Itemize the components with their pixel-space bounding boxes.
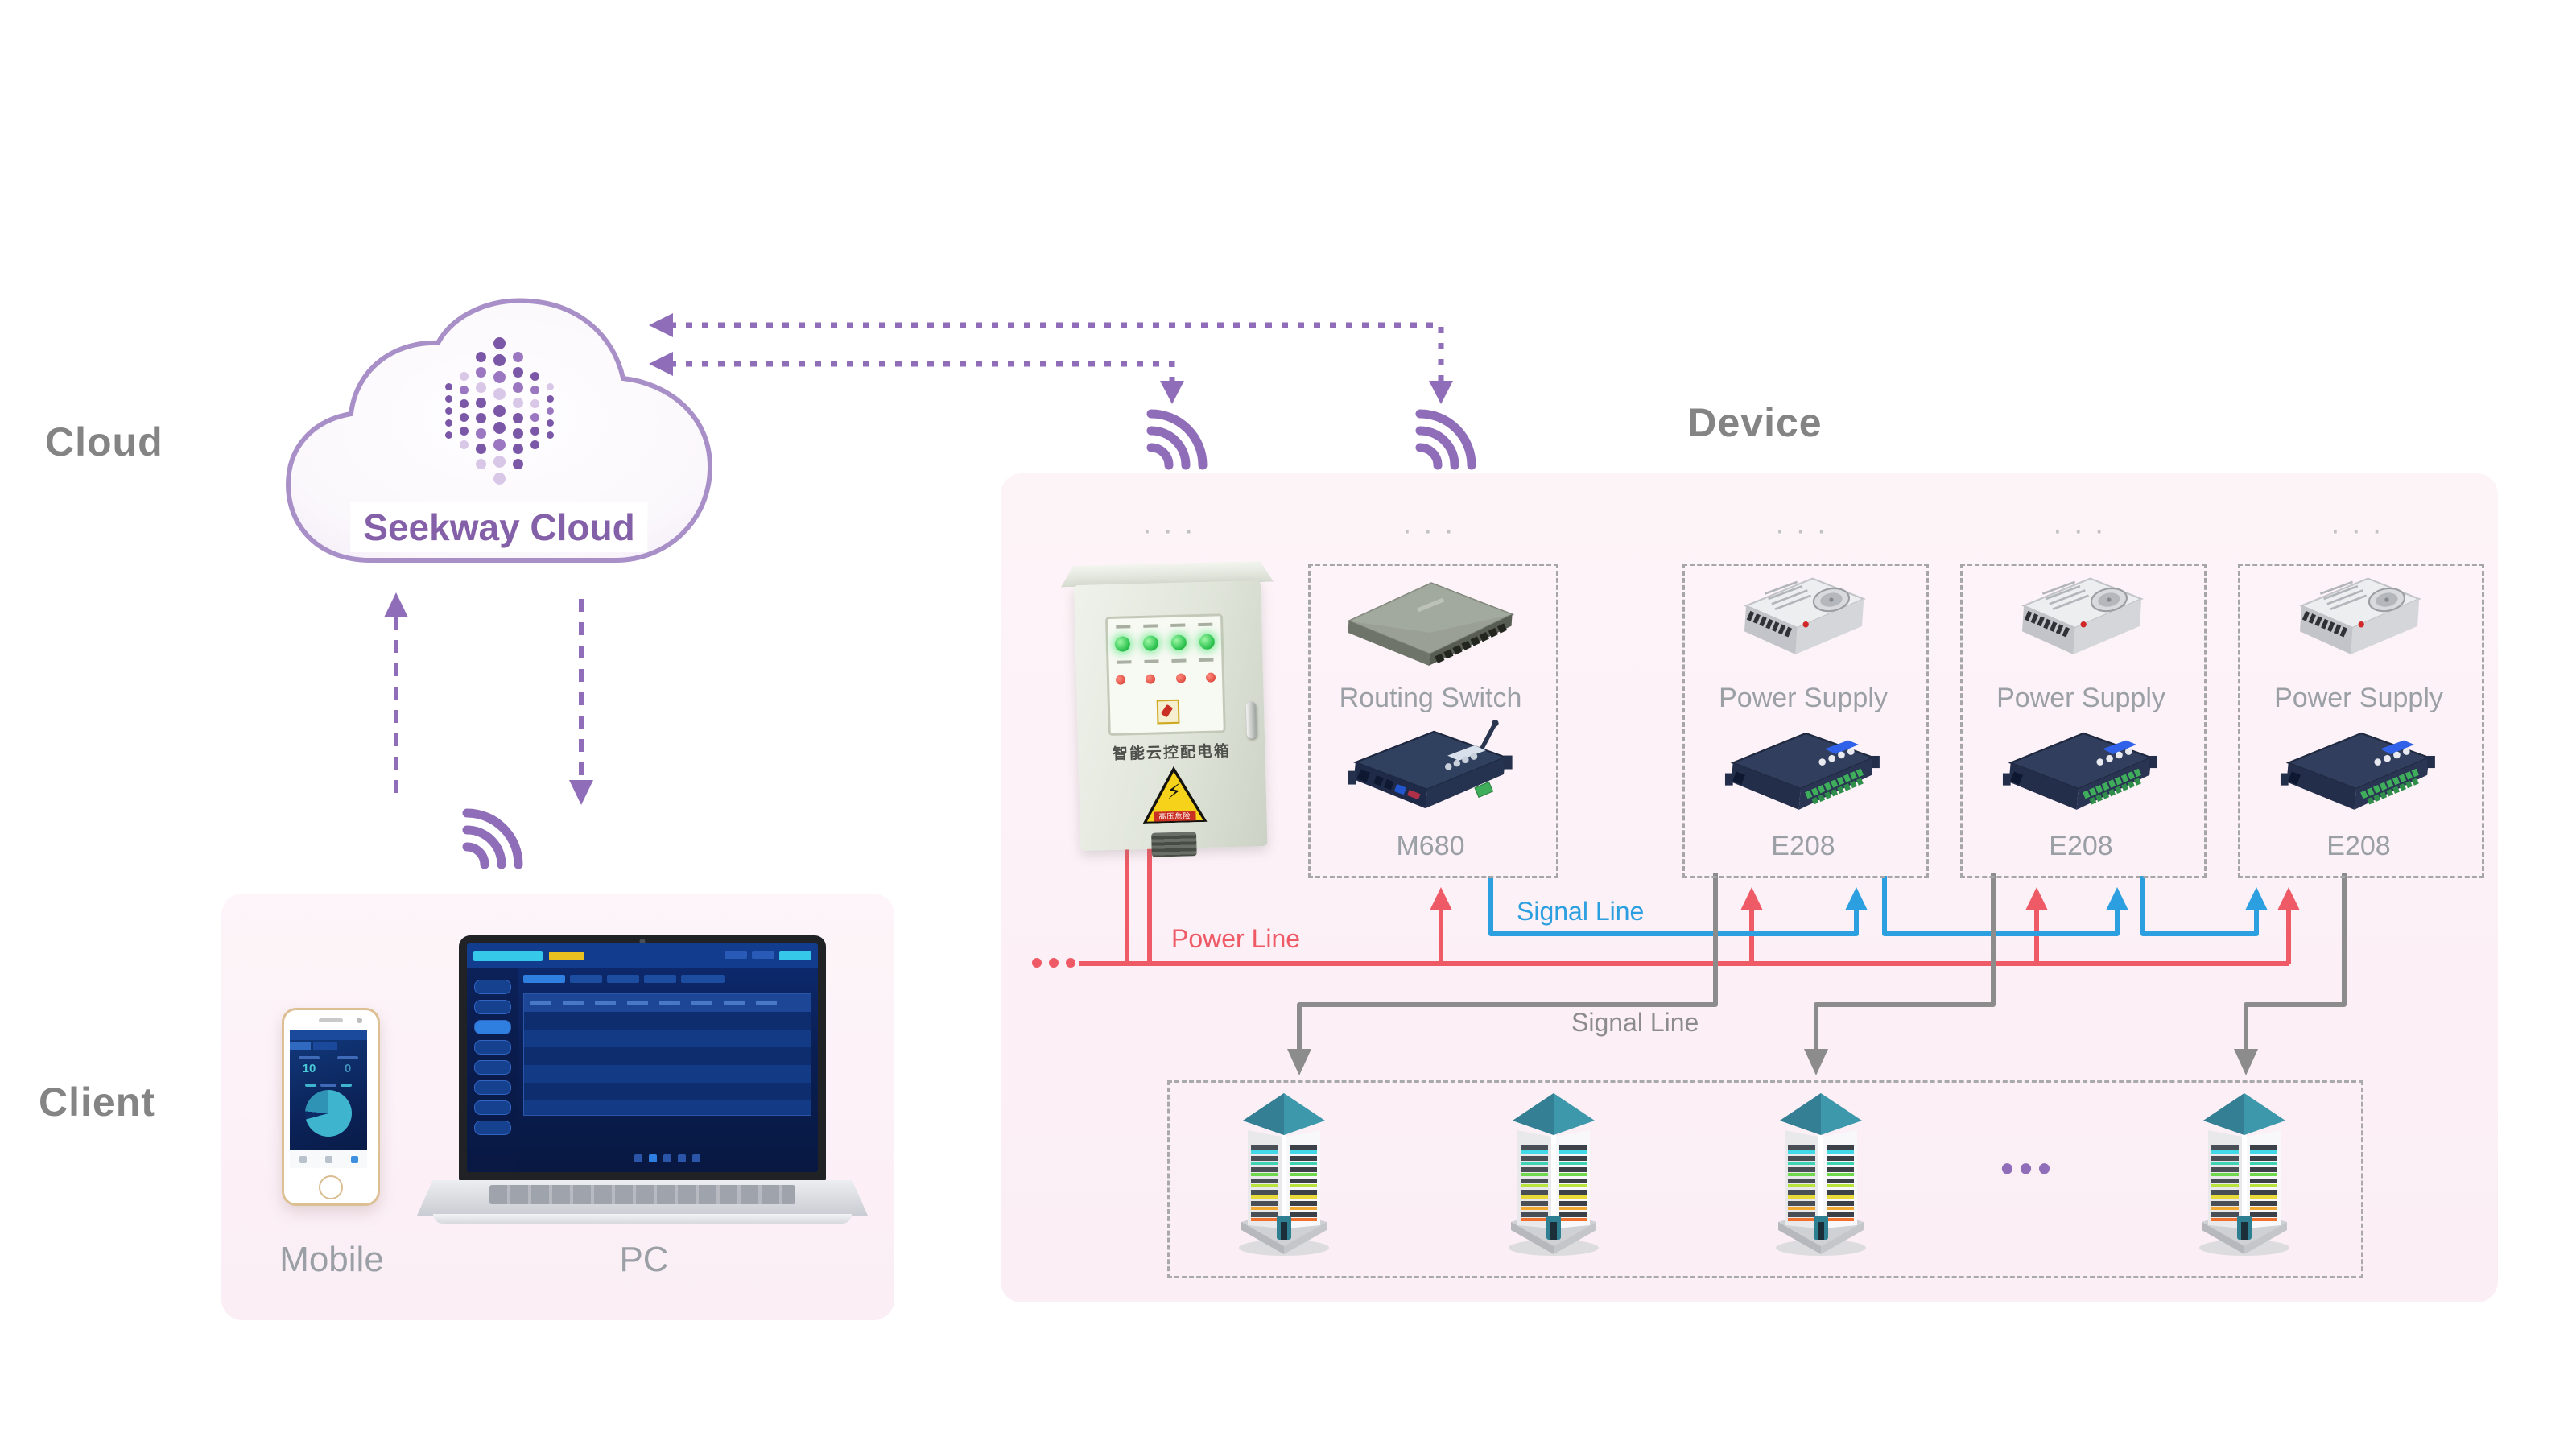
- buildings-ellipsis: •••: [2000, 1147, 2057, 1189]
- m680-image: [1348, 720, 1513, 809]
- cabinet-handle: [1245, 701, 1257, 739]
- e208-image-3: [2280, 732, 2435, 810]
- laptop-dashboard: [467, 943, 818, 1172]
- logo-dot-column: [546, 382, 554, 439]
- dashboard-table: [523, 993, 811, 1116]
- client-heading: Client: [39, 1080, 155, 1125]
- m680-label: M680: [1396, 831, 1465, 861]
- logo-dot-column: [493, 336, 506, 485]
- logo-dot-column: [512, 352, 523, 469]
- power-line-arrowheads: [1032, 887, 2300, 968]
- power-line: [1079, 848, 2291, 966]
- building-1: [1239, 1093, 1329, 1256]
- power-supply-label-1: Power Supply: [1719, 683, 1888, 713]
- signal-line-blue-label: Signal Line: [1517, 897, 1645, 926]
- phone-pie-chart: [305, 1090, 352, 1137]
- e208-label-2: E208: [2049, 831, 2113, 861]
- logo-dot-column: [475, 352, 486, 469]
- phone-stat-primary: 10: [302, 1062, 316, 1075]
- laptop-camera-icon: [639, 939, 646, 944]
- cabinet-rotary-switch: [1156, 699, 1180, 724]
- phone-camera-icon: [357, 1018, 363, 1023]
- power-line-label: Power Line: [1171, 924, 1301, 953]
- signal-line-blue: [1488, 876, 2259, 936]
- phone-screen: 10 0: [290, 1030, 367, 1168]
- signal-line-gray-label: Signal Line: [1571, 1008, 1699, 1037]
- building-3: [1776, 1093, 1866, 1256]
- phone-stat-secondary: 0: [344, 1062, 352, 1075]
- signal-line-gray: [1297, 873, 2347, 1051]
- warning-text: 高压危险: [1154, 811, 1195, 821]
- signal-gray-arrowheads: [1287, 1049, 2258, 1075]
- pc-label: PC: [619, 1240, 669, 1279]
- routing-switch-image: [1346, 582, 1515, 666]
- laptop-keyboard: [489, 1185, 795, 1204]
- mobile-label: Mobile: [279, 1240, 384, 1279]
- e208-image-2: [2002, 732, 2157, 810]
- phone-home-button: [319, 1175, 343, 1199]
- phone-speaker: [319, 1018, 343, 1022]
- e208-box-3: [2238, 564, 2484, 878]
- cloud-heading: Cloud: [45, 419, 163, 464]
- cloud-title: Seekway Cloud: [350, 502, 648, 552]
- cabinet-display-panel: [1104, 613, 1226, 737]
- controller-box: [1308, 564, 1558, 878]
- wifi-icon-cabinet: [1146, 409, 1208, 470]
- seekway-cloud: Seekway Cloud: [280, 291, 718, 591]
- cabinet-vent: [1151, 832, 1197, 857]
- power-supply-label-2: Power Supply: [1996, 683, 2165, 713]
- e208-label-3: E208: [2326, 831, 2391, 861]
- e208-box-1: [1682, 564, 1929, 878]
- building-4: [2199, 1093, 2289, 1256]
- cabinet-body: 智能云控配电箱 ⚡ 高压危险: [1073, 580, 1268, 857]
- power-supply-image-1: [1744, 577, 1866, 654]
- laptop-screen: [459, 935, 826, 1182]
- building-2: [1509, 1093, 1599, 1256]
- mobile-phone: 10 0: [282, 1008, 380, 1206]
- e208-image-1: [1724, 732, 1880, 810]
- phone-tab-bar: [290, 1150, 367, 1168]
- device-heading: Device: [1687, 400, 1823, 445]
- dashboard-pagination: [634, 1154, 700, 1162]
- laptop-base: [433, 1214, 852, 1224]
- wifi-icon-client: [462, 808, 523, 869]
- purple-arrowheads: [384, 313, 1453, 805]
- distribution-cabinet: 智能云控配电箱 ⚡ 高压危险: [1073, 561, 1268, 857]
- laptop-keyboard-deck: [417, 1180, 868, 1216]
- e208-box-2: [1960, 564, 2207, 878]
- cloud-device-links: [394, 322, 1444, 802]
- routing-switch-label: Routing Switch: [1339, 683, 1522, 713]
- box2-ellipsis: · · ·: [1777, 519, 1830, 543]
- box3-ellipsis: · · ·: [2054, 519, 2107, 543]
- cabinet-name-plate: 智能云控配电箱: [1112, 743, 1232, 763]
- dashboard-main: [523, 972, 811, 1166]
- power-supply-image-3: [2299, 577, 2421, 654]
- power-supply-image-2: [2021, 577, 2144, 654]
- box4-ellipsis: · · ·: [2332, 519, 2385, 543]
- seekway-logo-dots: [394, 330, 604, 491]
- dashboard-sidebar: [467, 968, 518, 1172]
- logo-dot-column: [444, 382, 452, 439]
- pc-laptop: [417, 935, 868, 1235]
- box1-ellipsis: · · ·: [1404, 519, 1457, 543]
- logo-dot-column: [530, 372, 539, 449]
- power-supply-label-3: Power Supply: [2274, 683, 2443, 713]
- cabinet-ellipsis: · · ·: [1144, 519, 1197, 543]
- e208-label-1: E208: [1771, 831, 1835, 861]
- signal-blue-arrowheads: [1845, 887, 2268, 910]
- buildings-box: [1167, 1080, 2363, 1278]
- wifi-icon-controller: [1415, 409, 1476, 470]
- warning-triangle-icon: ⚡ 高压危险: [1141, 766, 1208, 824]
- logo-dot-column: [459, 372, 469, 449]
